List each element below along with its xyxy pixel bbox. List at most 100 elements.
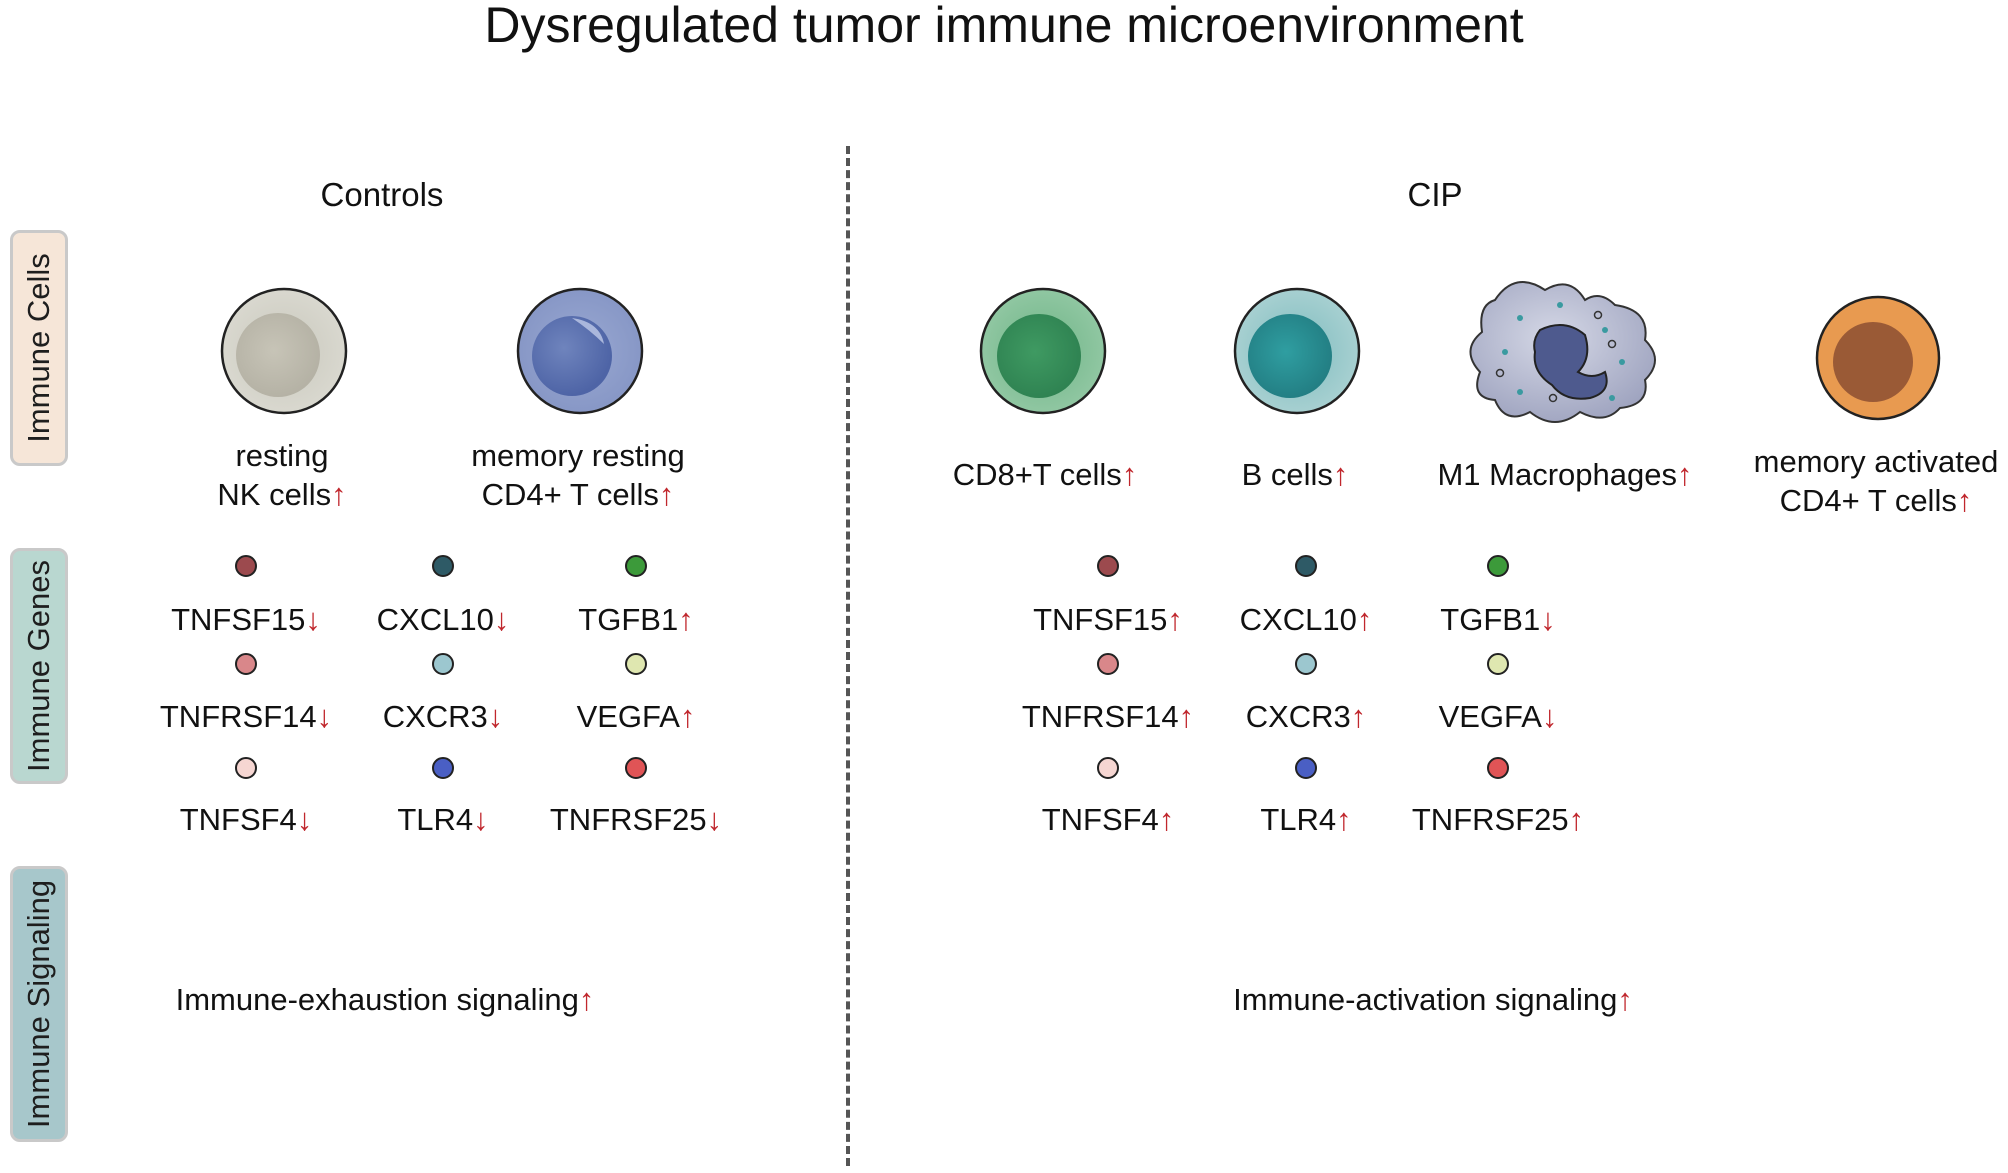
- cell-label-line2: B cells: [1241, 457, 1333, 492]
- gene-dot-tnfrsf25: [1487, 757, 1509, 779]
- gene-dot-tlr4: [432, 757, 454, 779]
- down-arrow-icon: ↓: [305, 602, 321, 637]
- gene-label-tnfsf15: TNFSF15↑: [978, 602, 1238, 638]
- gene-name: TNFRSF14: [159, 699, 317, 734]
- gene-label-tlr4: TLR4↑: [1176, 802, 1436, 838]
- gene-dot-tnfrsf14: [235, 653, 257, 675]
- up-arrow-icon: ↑: [1332, 457, 1349, 492]
- down-arrow-icon: ↓: [296, 802, 313, 837]
- cell-label-line1: memory activated: [1753, 444, 1999, 479]
- gene-dot-cxcr3: [432, 653, 454, 675]
- controls-header: Controls: [320, 176, 444, 213]
- gene-name: TNFSF15: [171, 602, 306, 637]
- gene-label-cxcl10: CXCL10↑: [1176, 602, 1436, 638]
- down-arrow-icon: ↓: [316, 699, 333, 734]
- cell-label-memory-activated-cd4: memory activated CD4+ T cells↑: [1706, 442, 2008, 520]
- gene-dot-vegfa: [1487, 653, 1509, 675]
- m1-macrophage-icon: [1469, 281, 1656, 423]
- gene-name: TLR4: [1260, 802, 1337, 837]
- gene-name: CXCL10: [1239, 602, 1357, 637]
- gene-dot-tnfsf4: [1097, 757, 1119, 779]
- gene-dot-tgfb1: [625, 555, 647, 577]
- gene-dot-cxcl10: [1295, 555, 1317, 577]
- up-arrow-icon: ↑: [1167, 602, 1183, 637]
- diagram-title: Dysregulated tumor immune microenvironme…: [484, 0, 1524, 53]
- gene-name: TNFSF4: [1041, 802, 1159, 837]
- gene-label-tnfrsf25: TNFRSF25↑: [1368, 802, 1628, 838]
- up-arrow-icon: ↑: [1158, 802, 1175, 837]
- down-arrow-icon: ↓: [1541, 699, 1558, 734]
- cell-label-line2: CD4+ T cells: [1779, 483, 1957, 518]
- gene-label-tgfb1: TGFB1↓: [1368, 602, 1628, 638]
- up-arrow-icon: ↑: [1178, 699, 1195, 734]
- down-arrow-icon: ↓: [706, 802, 723, 837]
- gene-label-vegfa: VEGFA↑: [506, 699, 766, 735]
- gene-name: VEGFA: [576, 699, 680, 734]
- gene-dot-tnfsf15: [1097, 555, 1119, 577]
- signaling-text: Immune-activation signaling: [1233, 982, 1618, 1017]
- down-arrow-icon: ↓: [473, 802, 489, 837]
- gene-name: CXCR3: [1245, 699, 1351, 734]
- cell-label-line2: M1 Macrophages: [1437, 457, 1677, 492]
- gene-name: CXCL10: [376, 602, 494, 637]
- gene-name: CXCR3: [382, 699, 488, 734]
- up-arrow-icon: ↑: [1677, 457, 1693, 492]
- gene-dot-tnfsf15: [235, 555, 257, 577]
- up-arrow-icon: ↑: [331, 477, 347, 512]
- gene-label-tnfsf4: TNFSF4↑: [978, 802, 1238, 838]
- gene-label-tlr4: TLR4↓: [313, 802, 573, 838]
- gene-label-tnfrsf14: TNFRSF14↑: [978, 699, 1238, 735]
- cell-label-m1-macrophages: M1 Macrophages↑: [1395, 455, 1735, 494]
- cell-label-line2: CD8+T cells: [952, 457, 1122, 492]
- cd8-t-cell-icon: [979, 287, 1107, 415]
- down-arrow-icon: ↓: [493, 602, 510, 637]
- gene-dot-cxcr3: [1295, 653, 1317, 675]
- cell-label-line2: CD4+ T cells: [481, 477, 659, 512]
- gene-dot-tnfrsf14: [1097, 653, 1119, 675]
- up-arrow-icon: ↑: [1956, 483, 1973, 518]
- cip-signaling-label: Immune-activation signaling↑: [1083, 982, 1783, 1018]
- up-arrow-icon: ↑: [1336, 802, 1352, 837]
- gene-name: VEGFA: [1438, 699, 1542, 734]
- up-arrow-icon: ↑: [678, 602, 694, 637]
- memory-activated-cd4-icon: [1815, 295, 1941, 421]
- up-arrow-icon: ↑: [658, 477, 675, 512]
- gene-name: TNFSF15: [1033, 602, 1168, 637]
- cell-label-line2: NK cells: [217, 477, 332, 512]
- gene-name: TNFRSF25: [549, 802, 707, 837]
- up-arrow-icon: ↑: [578, 982, 595, 1017]
- up-arrow-icon: ↑: [1568, 802, 1585, 837]
- gene-dot-tnfrsf25: [625, 757, 647, 779]
- b-cell-icon: [1233, 287, 1361, 415]
- gene-label-cxcr3: CXCR3↓: [313, 699, 573, 735]
- controls-signaling-label: Immune-exhaustion signaling↑: [0, 982, 770, 1018]
- cell-label-b-cells: B cells↑: [1125, 455, 1465, 494]
- gene-label-tnfrsf14: TNFRSF14↓: [116, 699, 376, 735]
- gene-name: TLR4: [397, 802, 474, 837]
- gene-name: TNFSF4: [179, 802, 297, 837]
- cell-label-cd8-t: CD8+T cells↑: [875, 455, 1215, 494]
- memory-resting-cd4-icon: [516, 287, 644, 415]
- down-arrow-icon: ↓: [487, 699, 504, 734]
- cell-label-line1: memory resting: [471, 438, 685, 473]
- group-divider: [846, 146, 850, 1166]
- up-arrow-icon: ↑: [679, 699, 696, 734]
- down-arrow-icon: ↓: [1540, 602, 1556, 637]
- up-arrow-icon: ↑: [1617, 982, 1633, 1017]
- gene-dot-vegfa: [625, 653, 647, 675]
- cell-label-memory-resting-cd4: memory resting CD4+ T cells↑: [408, 436, 748, 514]
- immune-cells-tab: Immune Cells: [10, 230, 68, 466]
- gene-label-tnfsf15: TNFSF15↓: [116, 602, 376, 638]
- gene-name: TNFRSF14: [1021, 699, 1179, 734]
- gene-label-vegfa: VEGFA↓: [1368, 699, 1628, 735]
- immune-signaling-tab: Immune Signaling: [10, 866, 68, 1142]
- gene-dot-tlr4: [1295, 757, 1317, 779]
- gene-dot-cxcl10: [432, 555, 454, 577]
- gene-label-tnfrsf25: TNFRSF25↓: [506, 802, 766, 838]
- gene-label-tgfb1: TGFB1↑: [506, 602, 766, 638]
- gene-name: TGFB1: [1440, 602, 1541, 637]
- gene-label-tnfsf4: TNFSF4↓: [116, 802, 376, 838]
- cell-label-resting-nk: resting NK cells↑: [112, 436, 452, 514]
- cip-header: CIP: [1407, 176, 1463, 213]
